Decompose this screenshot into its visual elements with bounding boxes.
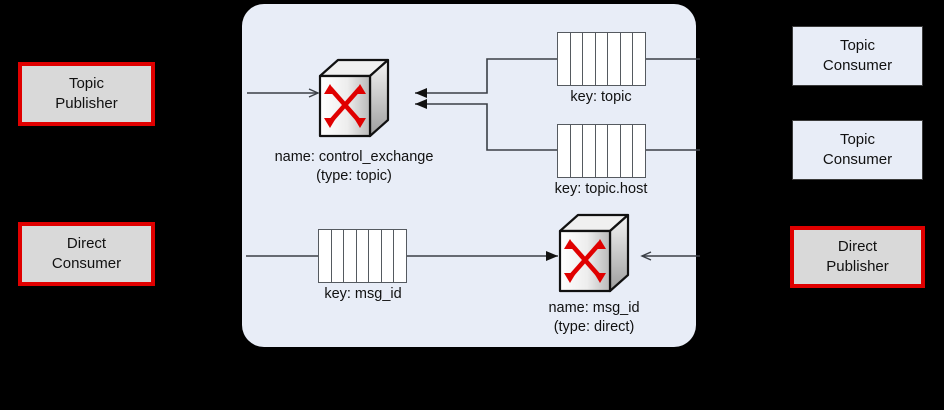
queue-cell (558, 33, 571, 85)
queue-cell (394, 230, 406, 282)
direct-consumer-label-line1: Direct (66, 234, 107, 252)
control-exchange-type-label: (type: topic) (316, 168, 392, 184)
queue-cell (583, 125, 596, 177)
topic-publisher-box[interactable]: Topic Publisher (18, 62, 155, 126)
queue-cell (332, 230, 345, 282)
control-exchange-name-label: name: control_exchange (274, 149, 434, 165)
queue-topic (557, 32, 646, 86)
queue-cell (633, 33, 645, 85)
queue-cell (621, 125, 634, 177)
direct-consumer-label-line2: Consumer (51, 255, 122, 272)
direct-publisher-label-line1: Direct (837, 237, 878, 255)
queue-cell (357, 230, 370, 282)
topic-consumer-1-label-line1: Topic (839, 36, 875, 54)
topic-consumer-1-label-line2: Consumer (822, 57, 893, 74)
queue-cell (369, 230, 382, 282)
queue-topic-host-label: key: topic.host (554, 181, 648, 197)
exchange-switch-icon-control (318, 58, 390, 138)
queue-cell (382, 230, 395, 282)
queue-cell (596, 33, 609, 85)
queue-cell (571, 33, 584, 85)
msg-id-exchange-type-label: (type: direct) (553, 319, 635, 335)
exchange-switch-icon-msg-id (558, 213, 630, 293)
direct-consumer-box[interactable]: Direct Consumer (18, 222, 155, 286)
direct-publisher-box[interactable]: Direct Publisher (790, 226, 925, 288)
topic-publisher-label-line2: Publisher (55, 95, 118, 112)
queue-cell (608, 33, 621, 85)
queue-cell (319, 230, 332, 282)
queue-topic-host (557, 124, 646, 178)
msg-id-exchange-name-label: name: msg_id (548, 300, 640, 316)
queue-cell (621, 33, 634, 85)
queue-cell (608, 125, 621, 177)
direct-publisher-label-line2: Publisher (826, 258, 889, 275)
queue-msg-id-label: key: msg_id (324, 286, 402, 302)
topic-consumer-box-1[interactable]: Topic Consumer (792, 26, 923, 86)
topic-consumer-2-label-line1: Topic (839, 130, 875, 148)
queue-topic-label: key: topic (570, 89, 632, 105)
topic-consumer-2-label-line2: Consumer (822, 151, 893, 168)
queue-cell (571, 125, 584, 177)
queue-msg-id (318, 229, 407, 283)
topic-consumer-box-2[interactable]: Topic Consumer (792, 120, 923, 180)
queue-cell (596, 125, 609, 177)
queue-cell (583, 33, 596, 85)
queue-cell (558, 125, 571, 177)
queue-cell (344, 230, 357, 282)
topic-publisher-label-line1: Topic (68, 74, 104, 92)
queue-cell (633, 125, 645, 177)
